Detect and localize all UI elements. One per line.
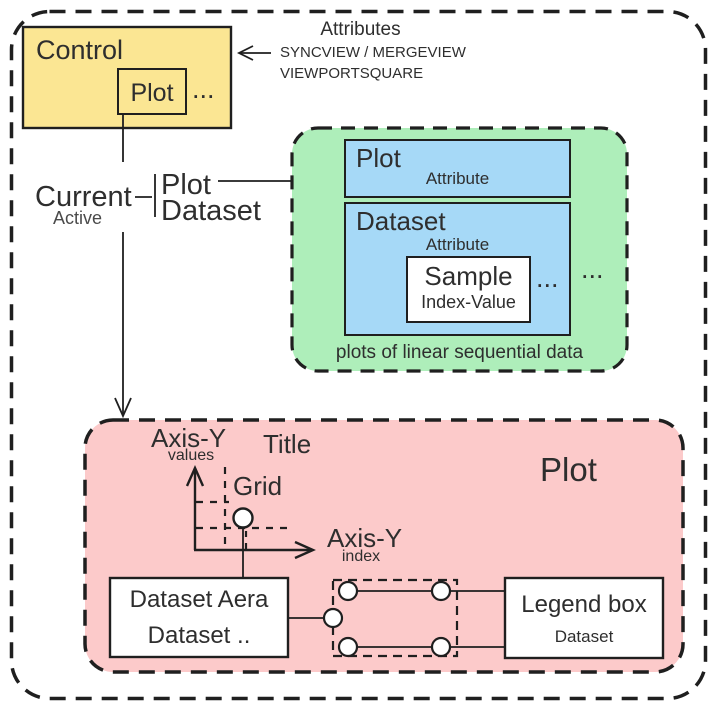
sample-title: Sample bbox=[424, 261, 513, 291]
data-point-circle bbox=[232, 507, 254, 529]
current-sublabel: Active bbox=[53, 208, 103, 228]
attributes-arrowhead-icon bbox=[236, 45, 254, 61]
control-ellipsis: ... bbox=[192, 74, 215, 104]
current-item-dataset: Dataset bbox=[161, 195, 261, 227]
dataset-area-line2: Dataset .. bbox=[147, 622, 251, 649]
attributes-line2: VIEWPORTSQUARE bbox=[280, 65, 424, 82]
x-axis-arrowhead-icon bbox=[294, 540, 316, 560]
model-caption: plots of linear sequential data bbox=[335, 342, 584, 363]
dataset-ellipsis: ... bbox=[536, 263, 559, 293]
model-ellipsis: ... bbox=[581, 254, 604, 284]
dataset-area-line1: Dataset Aera bbox=[129, 586, 269, 613]
y-axis-sublabel: values bbox=[167, 447, 215, 464]
sample-box bbox=[406, 256, 531, 323]
control-title: Control bbox=[36, 35, 124, 65]
chart-title-label: Title bbox=[263, 429, 312, 459]
dataset-area-box bbox=[108, 576, 290, 659]
model-plot-attribute: Attribute bbox=[425, 169, 490, 188]
attributes-title: Attributes bbox=[320, 19, 401, 40]
plot-view-title: Plot bbox=[540, 451, 597, 488]
attributes-line1: SYNCVIEW / MERGEVIEW bbox=[280, 44, 466, 61]
current-label: Current bbox=[35, 181, 132, 213]
y-axis-label: Axis-Y bbox=[151, 423, 227, 453]
control-plot-label: Plot bbox=[130, 79, 174, 107]
down-arrowhead-icon bbox=[114, 397, 132, 419]
series-bottomright-node-circle bbox=[430, 636, 452, 658]
model-dataset-attribute: Attribute bbox=[425, 235, 490, 254]
control-box bbox=[21, 25, 233, 130]
series-left-node-circle bbox=[322, 607, 344, 629]
series-topright-node-circle bbox=[430, 580, 452, 602]
x-axis-label: Axis-Y bbox=[327, 523, 403, 553]
model-plot-title: Plot bbox=[356, 143, 401, 173]
legend-box bbox=[503, 576, 665, 660]
y-axis-arrowhead-icon bbox=[185, 465, 205, 487]
model-dataset-title: Dataset bbox=[356, 206, 446, 236]
series-topleft-node-circle bbox=[337, 580, 359, 602]
grid-label: Grid bbox=[233, 471, 283, 501]
legend-title: Legend box bbox=[521, 591, 647, 618]
current-item-plot: Plot bbox=[161, 169, 211, 201]
control-plot-box bbox=[117, 68, 187, 115]
sample-subtitle: Index-Value bbox=[421, 292, 516, 312]
model-plot-box bbox=[344, 139, 571, 198]
series-bottomleft-node-circle bbox=[337, 636, 359, 658]
x-axis-sublabel: index bbox=[341, 548, 381, 565]
legend-subtitle: Dataset bbox=[554, 627, 614, 646]
